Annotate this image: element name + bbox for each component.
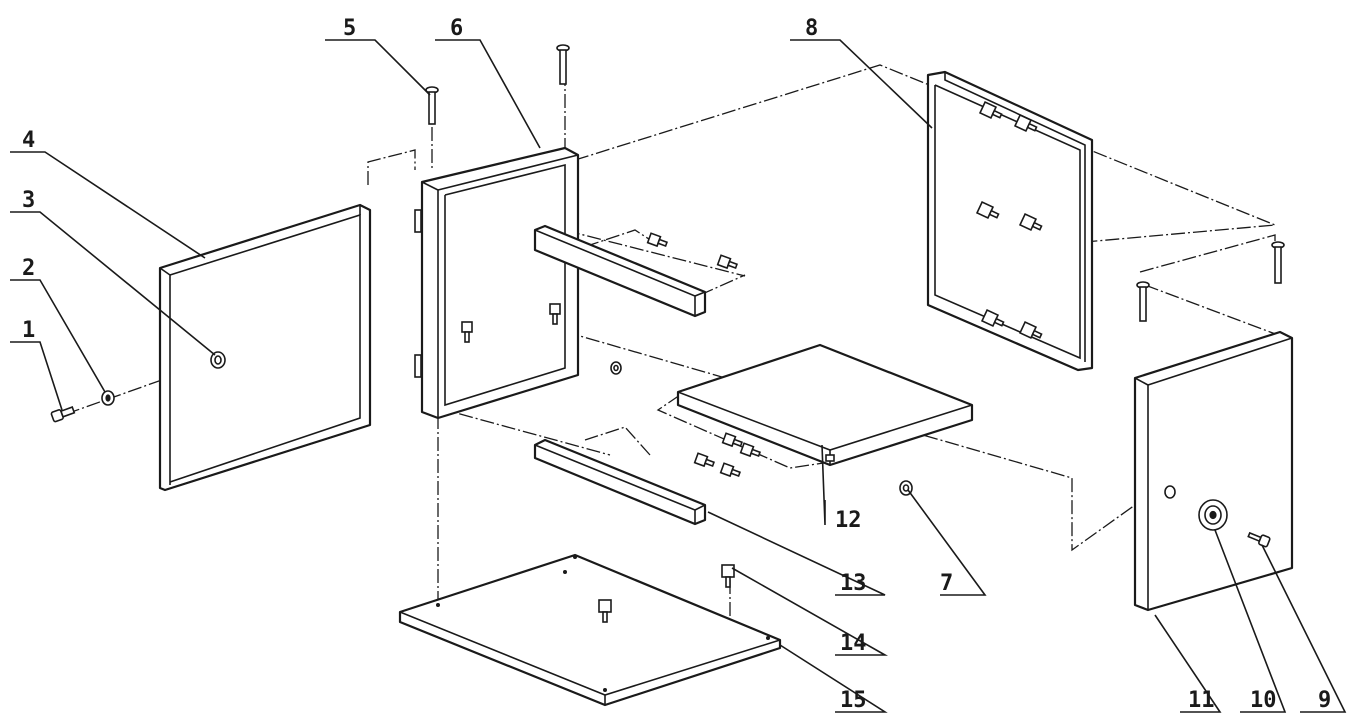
screw-icon [978,100,1003,120]
hardware [50,44,1285,623]
callout-9: 9 [1318,688,1331,713]
screw-icon [1271,241,1285,284]
part-15-base-plate [398,553,782,707]
screw-icon [980,308,1005,328]
callout-2: 2 [22,256,35,281]
callout-13: 13 [840,571,867,596]
part-13-upper-bar [533,224,707,318]
screw-icon [461,321,473,343]
screw-icon [556,44,570,85]
screw-icon [975,200,1000,220]
part-8-back-frame [926,70,1094,372]
part-12-shelf-plate [676,343,974,467]
callout-15: 15 [840,688,867,713]
screw-icon [1018,320,1043,340]
screw-icon [598,599,612,623]
screw-icon [719,462,741,478]
callout-3: 3 [22,188,35,213]
knob-icon [1198,499,1228,531]
callout-5: 5 [343,16,356,41]
screw-icon [721,564,735,588]
callout-14: 14 [840,631,867,656]
callout-7: 7 [940,571,953,596]
part-4-left-frame [158,203,372,492]
part-6-box-frame [414,146,580,420]
callout-6: 6 [450,16,463,41]
screw-icon [716,254,738,270]
screw-icon [1018,212,1043,232]
callout-4: 4 [22,128,35,153]
callout-12: 12 [835,508,862,533]
leader-lines [10,39,1347,713]
part-13-lower-bar [533,438,707,526]
callout-labels: 1 2 3 4 5 6 7 8 9 10 11 12 13 14 15 [22,16,1331,713]
washer-icon [1164,485,1176,499]
screw-icon [739,442,761,458]
screw-icon [646,232,668,248]
callout-8: 8 [805,16,818,41]
nut-icon [210,351,226,369]
screw-icon [693,452,715,468]
screw-icon [1013,113,1038,133]
callout-11: 11 [1188,688,1215,713]
part-11-right-panel [1133,330,1294,612]
screw-icon [50,406,76,423]
screw-icon [1136,281,1150,322]
screw-icon [549,303,561,325]
washer-icon [101,390,115,406]
washer-icon [610,361,622,375]
callout-1: 1 [22,318,35,343]
callout-10: 10 [1250,688,1277,713]
screw-icon [721,432,743,448]
